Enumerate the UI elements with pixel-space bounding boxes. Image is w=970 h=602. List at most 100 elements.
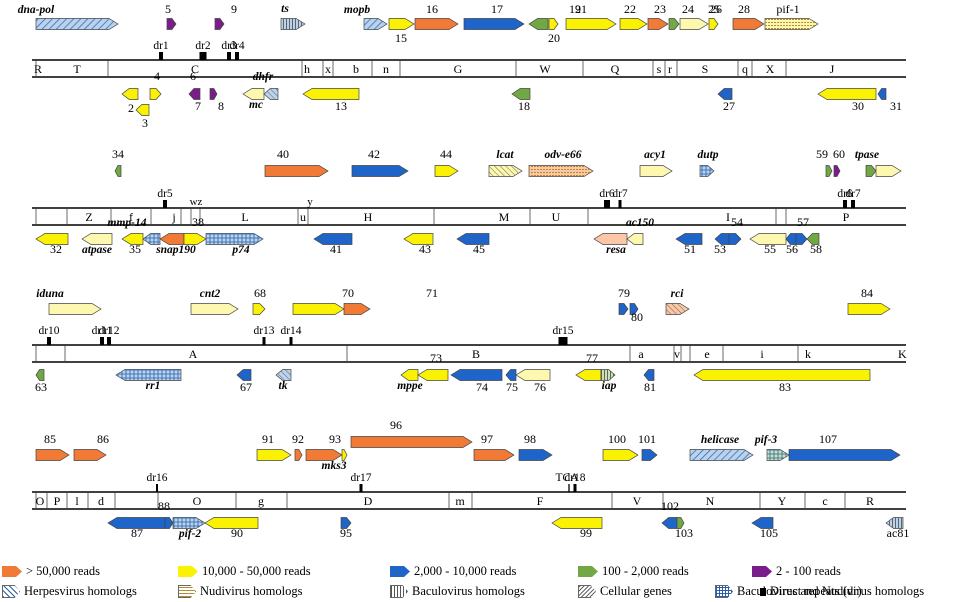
gene-74: 74 [450,369,503,394]
gene-arrow [183,233,207,245]
gene-97: 97 [473,432,515,461]
segment-label: Z [85,210,92,224]
gene-label: 63 [35,380,47,394]
gene-arrow [417,369,449,381]
gene-90: 90 [204,517,259,540]
gene-arrow [619,18,648,30]
gene-42: 42 [351,147,409,177]
gene-53: 53 [714,233,730,256]
segment-label: P [843,210,850,224]
gene-hatch [489,165,522,177]
gene-40: 40 [264,147,329,177]
direct-repeat-label: dr15 [552,325,573,337]
gene-lcat: lcat [488,149,523,177]
gene-label: 99 [580,526,592,540]
gene-label: 2 [128,101,134,115]
gene-pif-3: pif-3 [754,434,790,461]
legend-swatch [2,566,22,577]
gene-56: 56 [785,233,798,256]
segment-label: H [364,210,373,224]
gene-arrow [548,18,559,30]
gene-label: 57 [797,215,809,229]
gene-arrow [343,303,371,315]
gene-arrow [528,18,549,30]
segment-label: v [674,347,680,361]
gene-arrow [618,303,629,315]
gene-arrow [190,303,239,315]
gene-91: 91 [256,432,292,461]
gene-label: 87 [131,526,143,540]
gene-85: 85 [35,432,70,461]
gene-arrow [388,18,415,30]
gene-60: 60 [833,147,845,177]
gene-label: 41 [330,242,342,256]
direct-repeat-mark [107,337,111,345]
gene-21: 21 [565,2,617,30]
gene-label: 23 [654,2,666,16]
direct-repeat-label: dr12 [98,325,119,337]
gene-label: 44 [440,147,452,161]
gene-16: 16 [414,2,459,30]
gene-label: 68 [254,286,266,300]
gene-tk: tk [275,369,292,392]
gene-arrow [728,233,742,245]
gene-87: 87 [107,517,166,540]
gene-label: 18 [518,99,530,113]
direct-repeat-label: dr2 [195,40,211,52]
legend-label: Nudivirus homologs [200,584,303,598]
gene-label: iduna [36,288,64,300]
legend-label: > 50,000 reads [26,564,101,578]
direct-repeat-label: dr3 [221,40,237,52]
gene-label: 17 [491,2,503,16]
gene-arrow [414,18,459,30]
segment-label: X [766,62,775,76]
gene-25: 25 [708,2,720,30]
legend-swatch [715,585,733,598]
gene-arrow [48,303,102,315]
legend-item-purple: 2 - 100 reads [752,564,841,579]
gene-arrow [565,18,617,30]
gene-label: cnt2 [200,288,221,300]
gene-hatch [276,369,291,381]
segment-label: j [171,210,175,224]
gene-mks3: mks3 [305,449,347,472]
gene-label: 97 [481,432,493,446]
gene-32: 32 [35,233,69,256]
gene-label: 16 [426,2,438,16]
gene-label: 102 [661,499,679,513]
gene-label: 60 [833,147,845,161]
legend-label: 2 - 100 reads [776,564,841,578]
gene-label: 98 [524,432,536,446]
gene-41: 41 [313,233,353,256]
segment-label: R [866,494,874,508]
segment-label: G [454,62,463,76]
gene-label: 55 [764,242,776,256]
legend-swatch [178,566,198,577]
gene-label: 103 [675,526,693,540]
gene-label: acy1 [644,149,666,161]
legend-item-herpes: Herpesvirus homologs [2,584,137,599]
gene-arrow [135,104,150,116]
gene-96: 96 [350,418,473,448]
direct-repeat-label: dr7 [612,188,628,200]
gene-arrow [351,165,409,177]
segment-label: C [191,62,199,76]
legend-label: Baculovirus homologs [412,584,525,598]
gene-label: 54 [731,215,743,229]
gene-label: 7 [195,99,201,113]
gene-label: ac81 [887,526,910,540]
gene-70: 70 [292,286,354,315]
segment-label: R [34,62,42,76]
segment-label: W [539,62,551,76]
gene-ac150: ac150 [626,217,654,245]
gene-15: 15 [388,18,415,45]
gene-arrow [188,88,201,100]
gene-label: 84 [861,286,873,300]
legend-label: Direct repeats (dr) [770,584,862,598]
direct-repeat-label: dr10 [38,325,59,337]
gene-arrow [817,88,877,100]
gene-label: ts [281,3,289,15]
gene-acy1: acy1 [639,149,673,177]
direct-repeat-mark [227,52,231,60]
gene-arrow [434,165,459,177]
